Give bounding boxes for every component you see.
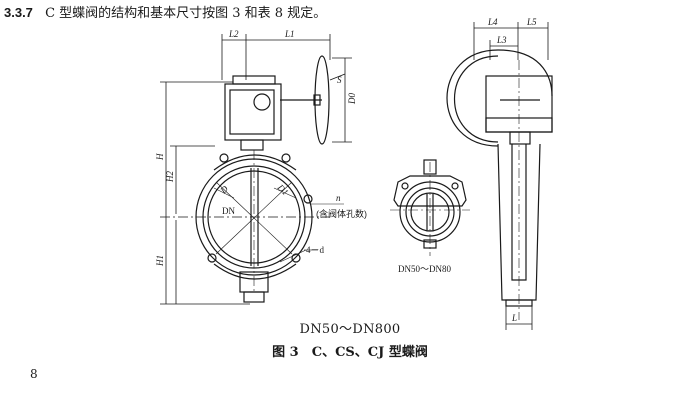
label-l5: L5 bbox=[526, 17, 537, 27]
valve-body bbox=[195, 150, 344, 303]
label-l4: L4 bbox=[487, 17, 498, 27]
figure-caption: 图 3 C、CS、CJ 型蝶阀 bbox=[272, 345, 428, 360]
gearbox bbox=[224, 75, 282, 151]
label-d0: D0 bbox=[347, 93, 357, 105]
label-n-note: (含阀体孔数) bbox=[316, 208, 367, 219]
size-range-label: DN50～DN800 bbox=[299, 322, 401, 337]
small-valve-view bbox=[390, 159, 470, 256]
label-dn: DN bbox=[222, 206, 235, 216]
label-l3: L3 bbox=[496, 35, 507, 45]
label-l1: L1 bbox=[284, 29, 295, 39]
label-l2: L2 bbox=[228, 29, 239, 39]
label-h1: H1 bbox=[155, 255, 165, 267]
label-h: H bbox=[155, 153, 165, 161]
handwheel bbox=[280, 55, 352, 145]
height-dimensions bbox=[160, 81, 330, 305]
section-text: C 型蝶阀的结构和基本尺寸按图 3 和表 8 规定。 bbox=[45, 6, 327, 21]
label-h2: H2 bbox=[165, 171, 175, 183]
label-l: L bbox=[511, 313, 517, 323]
label-4d: 4－d bbox=[306, 245, 325, 255]
side-view bbox=[446, 22, 553, 330]
page-number: 8 bbox=[30, 367, 38, 381]
label-d1: D1 bbox=[275, 182, 291, 198]
label-n: n bbox=[336, 193, 341, 203]
section-number: 3.3.7 bbox=[4, 5, 33, 20]
small-valve-label: DN50～DN80 bbox=[398, 264, 451, 274]
front-top-dimensions bbox=[221, 34, 331, 80]
label-s: S bbox=[337, 75, 342, 85]
section-heading: 3.3.7 C 型蝶阀的结构和基本尺寸按图 3 和表 8 规定。 bbox=[4, 2, 326, 21]
